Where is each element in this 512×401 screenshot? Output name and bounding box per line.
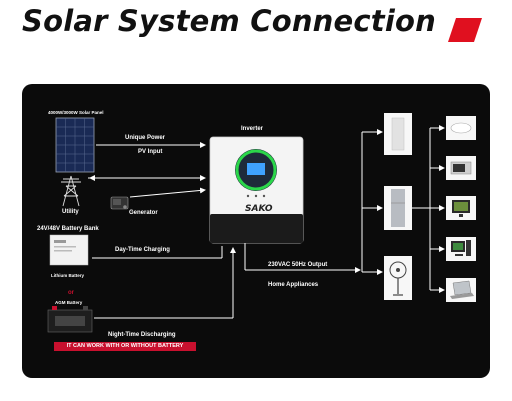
laptop-icon: [446, 278, 476, 302]
night-discharging-label: Night-Time Discharging: [108, 332, 176, 338]
generator-icon: [110, 196, 129, 210]
agm-battery-label: AGM Battery: [55, 300, 83, 305]
air-conditioner-icon: [384, 113, 412, 155]
solar-panel-icon: [55, 117, 95, 173]
inverter-icon: [209, 136, 304, 244]
utility-label: Utility: [62, 209, 79, 215]
or-label: or: [68, 290, 75, 296]
ceiling-light-icon: [446, 116, 476, 140]
unique-power-label: Unique Power: [125, 135, 166, 141]
brand-logo: SAKO: [245, 204, 273, 214]
solar-panel-label: 4000W/3000W Solar Panel: [48, 110, 104, 115]
lithium-battery-icon: [49, 234, 89, 266]
refrigerator-icon: [384, 186, 412, 230]
inverter-label: Inverter: [241, 126, 264, 132]
title-accent-mark: [448, 18, 482, 42]
page-title: Solar System Connection: [22, 4, 436, 38]
output-label: 230VAC 50Hz Output: [268, 262, 328, 268]
agm-battery-icon: [47, 306, 93, 333]
home-appliances-label: Home Appliances: [268, 282, 319, 288]
transmission-tower-icon: [61, 175, 81, 207]
computer-icon: [446, 237, 476, 261]
lithium-battery-label: Lithium Battery: [51, 273, 85, 278]
warning-banner: IT CAN WORK WITH OR WITHOUT BATTERY: [54, 342, 196, 351]
microwave-icon: [446, 156, 476, 180]
fan-icon: [384, 256, 412, 300]
pv-input-label: PV Input: [138, 149, 163, 155]
battery-bank-label: 24V/48V Battery Bank: [37, 226, 99, 232]
tv-icon: [446, 196, 476, 220]
generator-label: Generator: [129, 210, 158, 216]
day-charging-label: Day-Time Charging: [115, 247, 170, 253]
